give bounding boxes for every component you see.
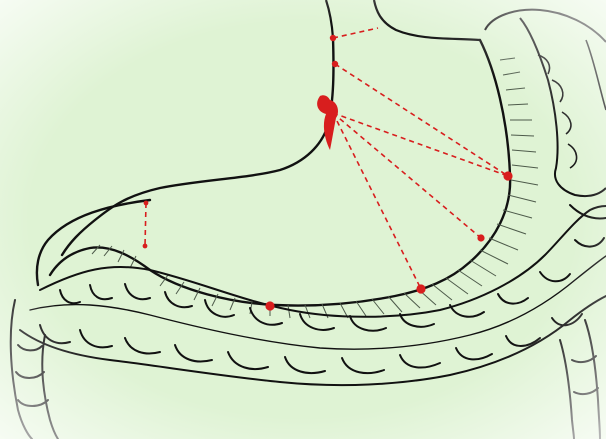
anatomy-figure (0, 0, 606, 439)
stomach-colon-illustration (0, 0, 606, 439)
paper-vignette (0, 0, 606, 439)
